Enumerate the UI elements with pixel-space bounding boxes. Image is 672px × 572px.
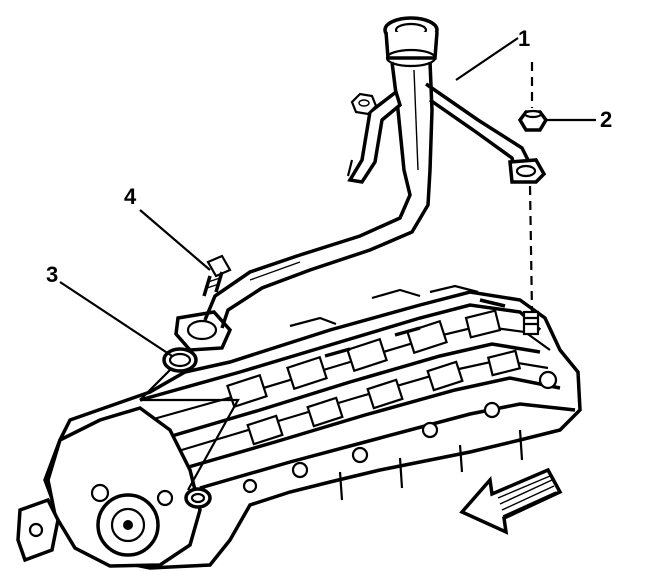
- callout-1: 1: [518, 26, 530, 51]
- head-stud: [522, 310, 540, 336]
- oil-fill-tube: [203, 16, 547, 329]
- water-pump: [90, 483, 174, 557]
- o-ring-seal: [162, 347, 198, 373]
- bracket-nut-left: [350, 92, 378, 116]
- engine-block: [16, 284, 582, 570]
- callout-2: 2: [600, 107, 612, 132]
- callout-leaders: [59, 37, 596, 357]
- callout-3: 3: [46, 262, 58, 287]
- fill-port-boss: [174, 310, 233, 352]
- fill-tube-bolt: [202, 254, 232, 297]
- installation-guide-lines: [139, 62, 534, 491]
- callout-4: 4: [124, 184, 137, 209]
- head-ribs: [289, 284, 506, 358]
- front-direction-arrow: [459, 467, 563, 535]
- mounting-nut: [517, 109, 549, 132]
- head-bosses: [242, 370, 558, 501]
